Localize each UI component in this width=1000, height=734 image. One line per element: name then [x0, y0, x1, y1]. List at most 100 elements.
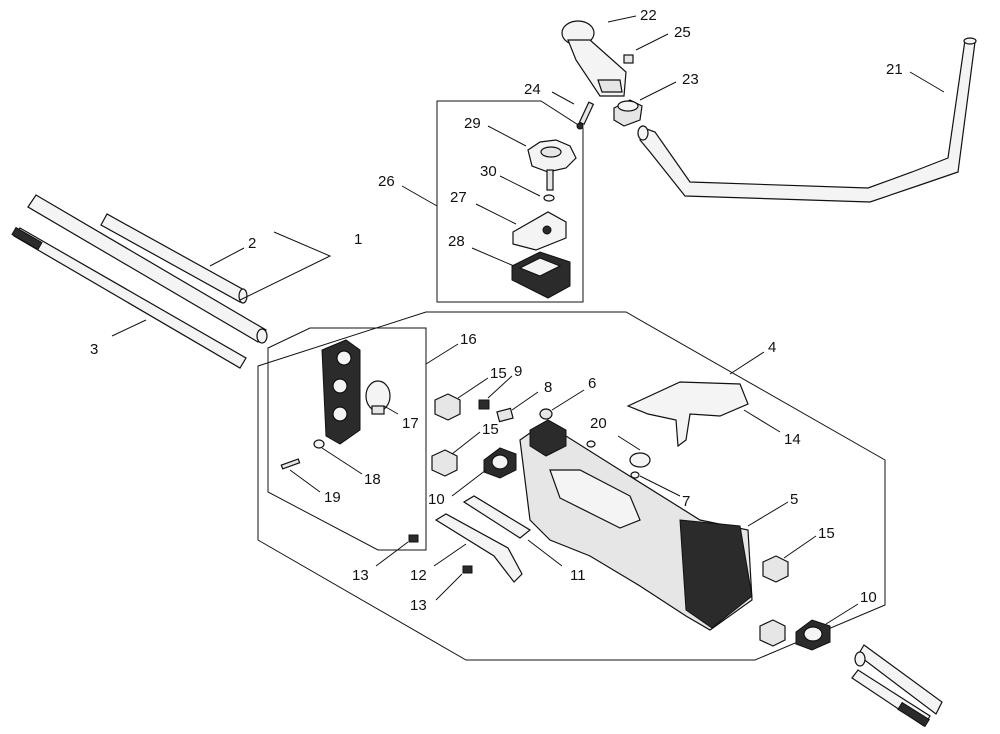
leader-29: [487, 125, 527, 147]
nut-part-15-d: [759, 619, 786, 647]
callout-28: 28: [448, 233, 465, 250]
leader-9: [487, 375, 513, 399]
callout-16: 16: [460, 331, 477, 348]
callout-1: 1: [354, 231, 362, 248]
leader-25: [635, 33, 669, 51]
leader-17: [383, 405, 399, 415]
leader-27: [475, 203, 517, 225]
leader-19: [289, 469, 321, 493]
callout-23: 23: [682, 71, 699, 88]
part-8: [496, 407, 514, 423]
screw-part-19: [280, 458, 301, 470]
leader-28: [471, 247, 515, 267]
washer-part-30: [543, 194, 555, 202]
callout-11: 11: [570, 567, 586, 584]
callout-21: 21: [886, 61, 903, 78]
callout-14: 14: [784, 431, 801, 448]
callout-12: 12: [410, 567, 427, 584]
clip-part-17: [365, 380, 391, 415]
callout-19: 19: [324, 489, 341, 506]
leader-8: [511, 391, 539, 411]
handlebar-part-21: [637, 37, 977, 203]
leader-11: [527, 539, 563, 567]
leader-16: [425, 343, 459, 365]
leader-15b: [451, 431, 481, 455]
leader-30: [499, 175, 541, 197]
bracket-part-16: [321, 339, 361, 445]
callout-15-b: 15: [482, 421, 499, 438]
callout-10-b: 10: [860, 589, 877, 606]
clamp-part-10-b: [795, 619, 831, 651]
leader-10a: [451, 469, 487, 497]
leader-13a: [375, 541, 409, 567]
clamp-base-part-28: [511, 251, 571, 299]
leader-15c: [783, 535, 817, 559]
clamp-part-10-a: [483, 447, 517, 479]
callout-24: 24: [524, 81, 541, 98]
shaft-part-1: [27, 194, 268, 344]
leader-26: [401, 185, 438, 207]
plate-part-11: [462, 495, 532, 539]
callout-6: 6: [588, 375, 596, 392]
leader-1: [239, 231, 332, 301]
washer-part-18: [313, 439, 325, 449]
part-6: [539, 408, 553, 420]
lever-part-12: [434, 513, 523, 583]
shaft-part-3: [11, 226, 247, 369]
leader-3: [111, 319, 147, 337]
callout-30: 30: [480, 163, 497, 180]
screw-part-13-a: [408, 534, 419, 543]
leader-4: [729, 351, 765, 375]
leader-20: [617, 435, 641, 451]
nut-part-23: [613, 99, 643, 127]
callout-2: 2: [248, 235, 256, 252]
shaft-lower-right: [851, 644, 943, 728]
part-20: [629, 452, 651, 468]
grip-part-22: [561, 20, 627, 97]
callout-13-b: 13: [410, 597, 427, 614]
leader-23: [639, 81, 677, 101]
screw-part-13-b: [462, 565, 473, 574]
guard-part-14: [626, 381, 749, 448]
part-9: [478, 399, 490, 410]
bolt-part-24: [576, 101, 595, 130]
callout-29: 29: [464, 115, 481, 132]
knob-part-29: [527, 139, 577, 191]
leader-2: [209, 247, 245, 267]
callout-26: 26: [378, 173, 395, 190]
clamp-part-27: [512, 211, 567, 251]
callout-4: 4: [768, 339, 776, 356]
callout-7: 7: [682, 493, 690, 510]
group-frame-4: [257, 311, 886, 661]
nut-part-15-b: [431, 449, 458, 477]
part-7: [586, 440, 640, 479]
callout-22: 22: [640, 7, 657, 24]
callout-25: 25: [674, 24, 691, 41]
main-housing: [519, 419, 753, 631]
callout-3: 3: [90, 341, 98, 358]
leader-15a: [457, 377, 489, 399]
leader-14: [743, 409, 781, 433]
nut-part-15-c: [762, 555, 789, 583]
leader-21: [909, 71, 945, 93]
leader-18: [321, 447, 363, 475]
callout-18: 18: [364, 471, 381, 488]
callout-13-a: 13: [352, 567, 369, 584]
shaft-part-2: [100, 213, 248, 304]
callout-27: 27: [450, 189, 467, 206]
leader-5: [747, 501, 789, 527]
group-frame-16: [267, 327, 427, 551]
group-frame-26: [436, 100, 584, 303]
leader-12: [433, 543, 467, 567]
callout-15-a: 15: [490, 365, 507, 382]
callout-8: 8: [544, 379, 552, 396]
callout-17: 17: [402, 415, 419, 432]
leader-6: [551, 389, 585, 411]
callout-9: 9: [514, 363, 522, 380]
leader-7: [639, 475, 681, 497]
nut-part-15-a: [434, 393, 461, 421]
leader-10b: [825, 603, 859, 625]
callout-20: 20: [590, 415, 607, 432]
leader-24: [551, 91, 575, 105]
